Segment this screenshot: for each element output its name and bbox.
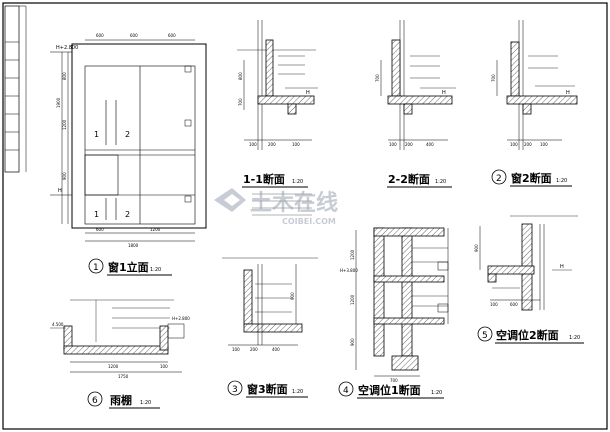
section-window2: 700 H 100 200 100 2 窗2断面 1:20 <box>491 20 578 187</box>
caption-num: 6 <box>92 396 98 406</box>
bottom-dim-2: 1200 <box>150 227 161 232</box>
section-1-1: 800 700 H 100 200 100 1-1断面 1:20 <box>237 20 318 216</box>
panel-label-1a: 1 <box>94 130 99 139</box>
h-mark: H <box>442 90 446 96</box>
dim-3: 100 <box>292 142 300 147</box>
bottom-dim-2: 600 <box>510 302 518 307</box>
bottom-dim-1: 1200 <box>108 364 119 369</box>
level: H+3.800 <box>340 268 358 273</box>
watermark-logo-icon <box>214 188 246 212</box>
v-dim-1: 1200 <box>350 249 355 260</box>
left-dim-3: 900 <box>62 172 67 180</box>
h-mark: H <box>566 90 570 96</box>
section-2-2: 700 H 100 200 400 2-2断面 1:20 <box>375 20 456 188</box>
caption-num: 2 <box>496 174 502 184</box>
title: 2-2断面 <box>388 172 430 186</box>
dim-2: 200 <box>268 142 276 147</box>
title: 窗3断面 <box>247 382 288 396</box>
dim-3: 100 <box>540 142 548 147</box>
caption-circle <box>87 391 103 407</box>
title-block <box>4 5 27 173</box>
caption-circle <box>338 381 354 397</box>
caption-num: 3 <box>232 385 238 395</box>
scale: 1:20 <box>431 390 442 396</box>
left-total: 1900 <box>56 97 61 108</box>
window1-elevation: 1 2 1 2 600 600 600 H+2.800 H 1900 800 1… <box>50 33 207 276</box>
top-dim-1: 600 <box>96 33 104 38</box>
panel-label-1b: 1 <box>94 210 99 219</box>
caption-title: 窗1立面 <box>108 260 149 274</box>
top-dim-2: 600 <box>130 33 138 38</box>
section-ac1: H+3.800 1200 1200 900 700 4 空调位1断面 1:20 <box>338 227 449 399</box>
level-top: H+2.800 <box>56 45 78 51</box>
title: 空调位2断面 <box>496 328 559 342</box>
watermark: 土木在线 COIBEI.COM <box>214 188 338 226</box>
caption-num: 5 <box>482 331 488 341</box>
dim-1: 100 <box>232 347 240 352</box>
caption-circle <box>88 258 104 274</box>
dim-2: 200 <box>250 347 258 352</box>
caption-num: 4 <box>343 386 349 396</box>
caption-scale: 1:20 <box>150 267 161 273</box>
bottom-dim-1: 600 <box>96 227 104 232</box>
title: 窗2断面 <box>511 171 552 185</box>
scale: 1:20 <box>569 335 580 341</box>
title: 1-1断面 <box>243 172 285 186</box>
v-dim-1: 800 <box>238 72 243 80</box>
v-dim-2: 1200 <box>350 294 355 305</box>
left-dim-2: 1200 <box>62 119 67 130</box>
bottom-dim-2: 100 <box>160 364 168 369</box>
watermark-sub: COIBEI.COM <box>282 217 336 226</box>
dim-1: 100 <box>510 142 518 147</box>
section-ac2: H 900 100 600 5 空调位2断面 1:20 <box>474 215 584 344</box>
title: 空调位1断面 <box>358 383 421 397</box>
scale: 1:20 <box>556 178 567 184</box>
scale: 1:20 <box>435 179 446 185</box>
bottom-total: 1800 <box>128 243 139 248</box>
panel-label-2b: 2 <box>125 210 130 219</box>
scale: 1:20 <box>292 179 303 185</box>
dim-1: 100 <box>389 142 397 147</box>
v-dim-1: 900 <box>290 292 295 300</box>
left-dim-1: 800 <box>62 72 67 80</box>
dim-1: 100 <box>249 142 257 147</box>
caption-circle <box>491 169 507 185</box>
v-dim-1: 900 <box>474 244 479 252</box>
h-mark: H <box>560 264 564 270</box>
top-dim-3: 600 <box>168 33 176 38</box>
v-dim-2: 700 <box>238 98 243 106</box>
level-h: H <box>58 188 62 194</box>
dim-3: 400 <box>426 142 434 147</box>
caption-num: 1 <box>93 263 99 273</box>
title: 雨棚 <box>110 393 132 407</box>
bottom-dim-1: 700 <box>390 378 398 383</box>
watermark-main: 土木在线 <box>250 190 338 216</box>
caption-circle <box>477 326 493 342</box>
caption-circle <box>227 380 243 396</box>
dim-3: 400 <box>272 347 280 352</box>
elevation-frame <box>71 43 207 229</box>
dim-2: 200 <box>524 142 532 147</box>
canopy-section: 4.500 H+2.800 1200 100 1750 6 雨棚 1:20 <box>50 299 190 409</box>
bottom-dim-1: 100 <box>490 302 498 307</box>
total: 1750 <box>118 374 129 379</box>
scale: 1:20 <box>292 389 303 395</box>
level-right: H+2.800 <box>172 316 190 321</box>
scale: 1:20 <box>140 400 151 406</box>
dim-2: 200 <box>405 142 413 147</box>
level-left: 4.500 <box>52 322 64 327</box>
section-window3: 900 100 200 400 3 窗3断面 1:20 <box>222 257 318 398</box>
v-dim-1: 700 <box>491 74 496 82</box>
v-dim-1: 700 <box>375 74 380 82</box>
h-mark: H <box>306 90 310 96</box>
panel-label-2a: 2 <box>125 130 130 139</box>
v-dim-3: 900 <box>350 338 355 346</box>
